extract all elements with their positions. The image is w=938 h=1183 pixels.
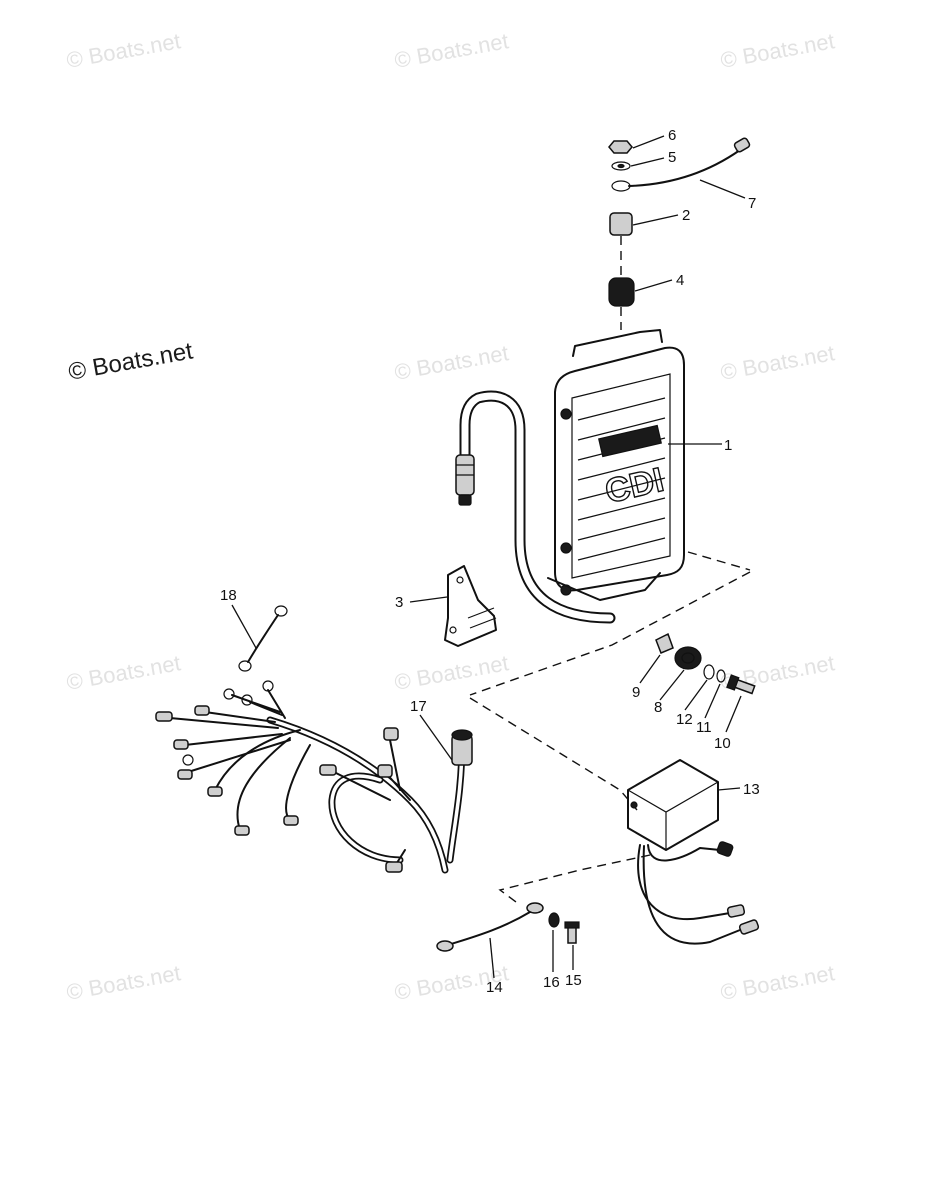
module-wire: [647, 844, 721, 862]
callout-3: 3: [395, 594, 403, 611]
callout-2: 2: [682, 207, 690, 224]
mount-screw-head: [560, 542, 572, 554]
harness-main-connector: [451, 729, 473, 766]
washer-part-12: [703, 664, 715, 680]
lockwasher-part-11: [716, 669, 726, 683]
mount-screw-head: [560, 408, 572, 420]
wiring-harness-part-17: [155, 680, 473, 874]
callout-14: 14: [486, 979, 503, 996]
watermark: © Boats.net: [65, 960, 183, 1005]
harness-lead: [329, 769, 391, 801]
washer-hole: [617, 163, 625, 169]
wire-end-terminal: [733, 137, 751, 153]
grommet-center: [681, 652, 695, 664]
module-part-13: [627, 759, 760, 945]
ring-terminal: [238, 660, 252, 672]
ground-strap-part-14: [447, 911, 531, 946]
strap-terminal: [526, 902, 544, 914]
watermark: © Boats.net: [393, 340, 511, 385]
watermark: © Boats.net: [393, 650, 511, 695]
module-mount-hole: [630, 801, 638, 809]
switch-box-connector: [455, 454, 475, 506]
module-wire: [642, 845, 741, 945]
callout-11: 11: [696, 719, 712, 736]
grommet-part-8: [674, 646, 702, 670]
grommet-part-4: [608, 277, 635, 307]
watermark: © Boats.net: [393, 28, 511, 73]
harness-lead: [169, 717, 279, 729]
switch-box-top-bracket: [572, 329, 663, 357]
bracket-bend: [469, 617, 497, 629]
bolt-part-10: [726, 674, 756, 695]
harness-lead: [204, 711, 276, 723]
harness-lead: [389, 739, 401, 791]
grommet-hardware: [655, 632, 756, 695]
watermark: © Boats.net: [65, 650, 183, 695]
harness-lead: [187, 739, 291, 773]
bracket-outline: [444, 565, 497, 647]
harness-terminals: [155, 680, 403, 873]
washer-part-5: [611, 161, 631, 171]
bracket-bend: [467, 607, 495, 619]
module-wire-connector: [738, 919, 760, 935]
mounting-hardware-stack: [608, 137, 751, 330]
switch-box-cable: [459, 390, 616, 624]
harness-lead: [184, 733, 283, 746]
module-wire: [637, 844, 731, 921]
harness-lead: [249, 701, 283, 716]
screw-part-15: [564, 921, 580, 944]
callout-1: 1: [724, 437, 732, 454]
callout-9: 9: [632, 684, 640, 701]
callout-labels: 6 5 7 2 4 1 3 18 17 9 8 12 11 10 13 14 1…: [220, 127, 760, 996]
bracket-part-3: [444, 565, 497, 647]
ground-wire-part-7: [628, 149, 741, 187]
callout-12: 12: [676, 711, 693, 728]
switch-box-base-bracket: [547, 572, 661, 601]
callout-7: 7: [748, 195, 756, 212]
switch-box-part-1: CDI: [455, 329, 685, 624]
watermark: © Boats.net: [719, 340, 837, 385]
bracket-hole: [449, 626, 457, 634]
ring-terminal: [611, 180, 631, 192]
ground-strap-assembly: [436, 902, 580, 952]
callout-6: 6: [668, 127, 676, 144]
module-body: [627, 759, 719, 851]
callout-17: 17: [410, 698, 427, 715]
ground-wire: [247, 614, 279, 663]
callout-13: 13: [743, 781, 760, 798]
switch-box-inner-panel: [571, 373, 671, 579]
washer-part-16: [548, 912, 560, 928]
switch-box-label-plate: [598, 424, 662, 458]
harness-lead: [236, 737, 291, 831]
spacer-part-2: [609, 212, 633, 236]
bracket-hole: [456, 576, 464, 584]
ring-terminal: [274, 605, 288, 617]
harness-lead: [267, 689, 286, 719]
module-wire-connector: [716, 841, 734, 857]
leader-lines: [231, 135, 746, 979]
callout-8: 8: [654, 699, 662, 716]
module-wire-connector: [726, 904, 746, 918]
nut-part-6: [608, 140, 633, 154]
switch-box-lettering: CDI: [602, 461, 668, 511]
strap-terminal: [436, 940, 454, 952]
watermark: © Boats.net: [719, 960, 837, 1005]
callout-16: 16: [543, 974, 560, 991]
watermark-primary: © Boats.net: [66, 337, 195, 385]
callout-15: 15: [565, 972, 582, 989]
watermark: © Boats.net: [719, 28, 837, 73]
callout-18: 18: [220, 587, 237, 604]
callout-4: 4: [676, 272, 684, 289]
callout-10: 10: [714, 735, 731, 752]
ground-wire-part-18: [238, 605, 288, 672]
harness-lead: [285, 744, 311, 821]
module-top-edge: [627, 781, 719, 850]
callout-5: 5: [668, 149, 676, 166]
bushing-part-9: [655, 632, 674, 654]
watermark: © Boats.net: [65, 28, 183, 73]
assembly-dash-lines: [469, 551, 751, 906]
